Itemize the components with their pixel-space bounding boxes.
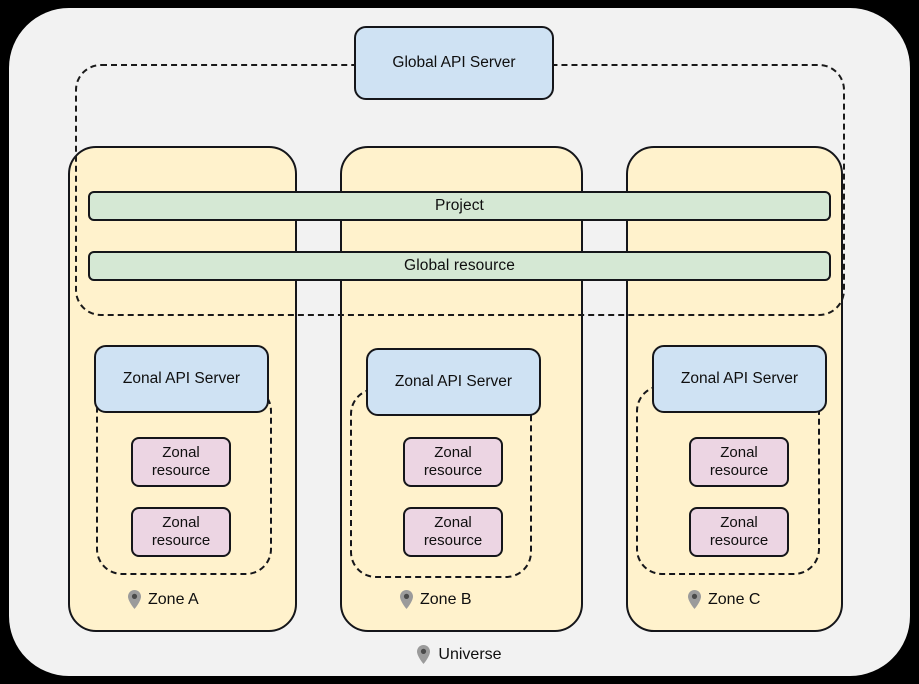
global-api-server-node[interactable]: Global API Server	[354, 26, 554, 100]
universe-label: Universe	[0, 645, 919, 664]
zonal-api-server-zone-b[interactable]: Zonal API Server	[366, 348, 541, 416]
zonal-resource-zone-b-1[interactable]: Zonal resource	[403, 437, 503, 487]
location-pin-icon	[400, 590, 413, 609]
location-pin-icon	[128, 590, 141, 609]
zonal-api-server-zone-a[interactable]: Zonal API Server	[94, 345, 269, 413]
zonal-resource-zone-c-1[interactable]: Zonal resource	[689, 437, 789, 487]
zone-label-zone-b: Zone B	[400, 590, 472, 609]
location-pin-icon	[688, 590, 701, 609]
zonal-resource-zone-c-2[interactable]: Zonal resource	[689, 507, 789, 557]
zonal-resource-zone-a-1[interactable]: Zonal resource	[131, 437, 231, 487]
zonal-resource-line2: resource	[423, 532, 483, 549]
universe-label-text: Universe	[438, 645, 502, 663]
zone-label-zone-c: Zone C	[688, 590, 760, 609]
zonal-resource-line1: Zonal	[162, 514, 200, 531]
zonal-resource-line1: Zonal	[434, 444, 472, 461]
zonal-resource-line2: resource	[709, 462, 769, 479]
zonal-resource-line2: resource	[151, 462, 211, 479]
zone-label-text: Zone A	[148, 590, 199, 608]
zonal-resource-line2: resource	[151, 532, 211, 549]
zonal-resource-line1: Zonal	[162, 444, 200, 461]
zonal-api-server-zone-c[interactable]: Zonal API Server	[652, 345, 827, 413]
zonal-resource-zone-a-2[interactable]: Zonal resource	[131, 507, 231, 557]
zone-label-text: Zone C	[708, 590, 761, 608]
location-pin-icon	[417, 645, 431, 664]
zonal-resource-line1: Zonal	[434, 514, 472, 531]
zonal-resource-line1: Zonal	[720, 444, 758, 461]
zonal-resource-line2: resource	[423, 462, 483, 479]
zonal-resource-line1: Zonal	[720, 514, 758, 531]
zonal-resource-line2: resource	[709, 532, 769, 549]
zonal-resource-zone-b-2[interactable]: Zonal resource	[403, 507, 503, 557]
global-bar-project[interactable]: Project	[88, 191, 831, 221]
zone-label-zone-a: Zone A	[128, 590, 199, 609]
global-bar-global-resource[interactable]: Global resource	[88, 251, 831, 281]
zone-label-text: Zone B	[420, 590, 472, 608]
